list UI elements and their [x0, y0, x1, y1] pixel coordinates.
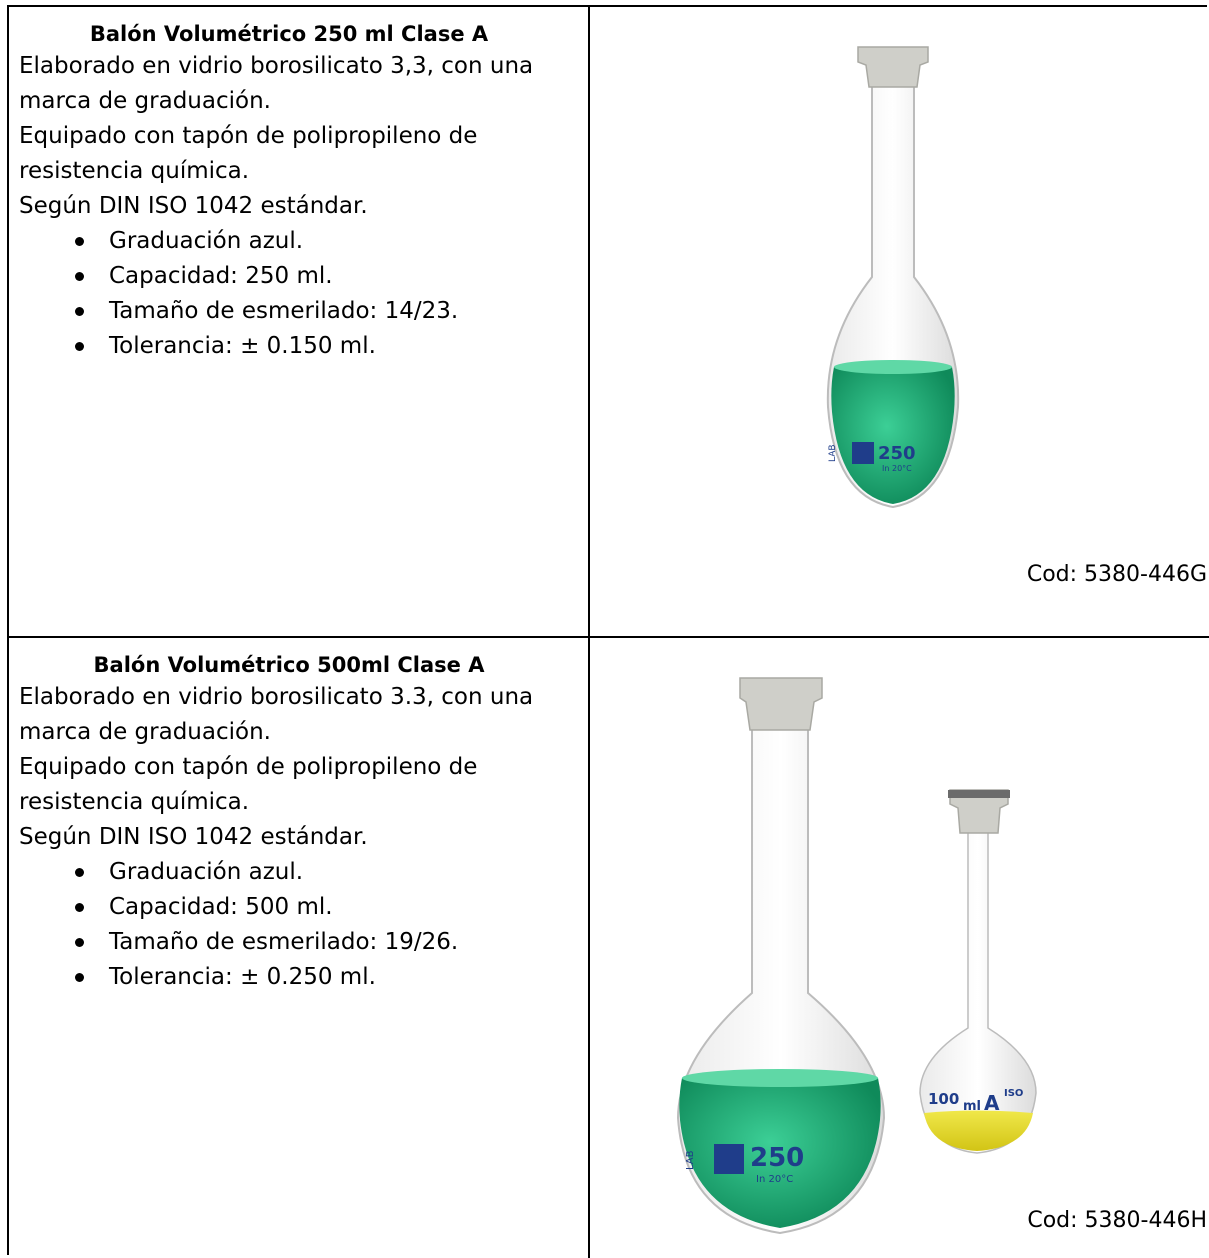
spec-item: Tolerancia: ± 0.150 ml. — [75, 329, 588, 364]
spec-item: Tolerancia: ± 0.250 ml. — [75, 960, 588, 995]
spec-item: Capacidad: 250 ml. — [75, 259, 588, 294]
spec-list: Graduación azul. Capacidad: 250 ml. Tama… — [9, 224, 588, 364]
product-code: Cod: 5380-446G — [1026, 562, 1207, 587]
image-cell: LAB 250 In 20°C 100 ml A ISO Cod: 5380-4… — [590, 638, 1209, 1258]
image-cell: LAB 250 In 20°C Cod: 5380-446G — [590, 7, 1209, 636]
svg-text:LAB: LAB — [685, 1150, 696, 1170]
volumetric-flasks-image: LAB 250 In 20°C 100 ml A ISO — [676, 677, 1037, 1235]
flask-label-square — [714, 1144, 744, 1174]
description-line: Según DIN ISO 1042 estándar. — [19, 193, 368, 219]
flask-temp-label: In 20°C — [882, 464, 912, 473]
product-row-500ml: Balón Volumétrico 500ml Clase A Elaborad… — [9, 638, 1209, 1258]
product-row-250ml: Balón Volumétrico 250 ml Clase A Elabora… — [9, 7, 1209, 638]
svg-text:LAB: LAB — [828, 444, 838, 462]
product-description: Elaborado en vidrio borosilicato 3.3, co… — [19, 680, 579, 855]
spec-list: Graduación azul. Capacidad: 500 ml. Tama… — [9, 855, 588, 995]
flask-label-square — [852, 442, 874, 464]
description-line: Equipado con tapón de polipropileno de r… — [19, 754, 478, 815]
volumetric-flask-image: LAB 250 In 20°C — [826, 46, 960, 509]
spec-item: Graduación azul. — [75, 224, 588, 259]
spec-item: Capacidad: 500 ml. — [75, 890, 588, 925]
product-code: Cod: 5380-446H — [1027, 1208, 1207, 1233]
description-line: Equipado con tapón de polipropileno de r… — [19, 123, 478, 184]
product-title: Balón Volumétrico 250 ml Clase A — [89, 22, 489, 46]
spec-item: Tamaño de esmerilado: 19/26. — [75, 925, 588, 960]
description-cell: Balón Volumétrico 500ml Clase A Elaborad… — [9, 638, 590, 1258]
product-description: Elaborado en vidrio borosilicato 3,3, co… — [19, 49, 579, 224]
description-line: Elaborado en vidrio borosilicato 3.3, co… — [19, 684, 534, 745]
small-flask-unit-label: ml — [963, 1099, 981, 1114]
small-flask-class-label: A — [984, 1091, 1000, 1115]
small-flask-volume-label: 100 — [928, 1090, 959, 1108]
flask-volume-label: 250 — [878, 443, 916, 464]
product-title: Balón Volumétrico 500ml Clase A — [93, 653, 485, 677]
small-flask-iso-label: ISO — [1004, 1088, 1023, 1099]
flask-temp-label: In 20°C — [756, 1174, 793, 1185]
product-table: Balón Volumétrico 250 ml Clase A Elabora… — [7, 5, 1209, 1258]
spec-item: Tamaño de esmerilado: 14/23. — [75, 294, 588, 329]
flask-volume-label: 250 — [750, 1143, 804, 1173]
spec-item: Graduación azul. — [75, 855, 588, 890]
description-line: Según DIN ISO 1042 estándar. — [19, 824, 368, 850]
description-line: Elaborado en vidrio borosilicato 3,3, co… — [19, 53, 534, 114]
description-cell: Balón Volumétrico 250 ml Clase A Elabora… — [9, 7, 590, 636]
